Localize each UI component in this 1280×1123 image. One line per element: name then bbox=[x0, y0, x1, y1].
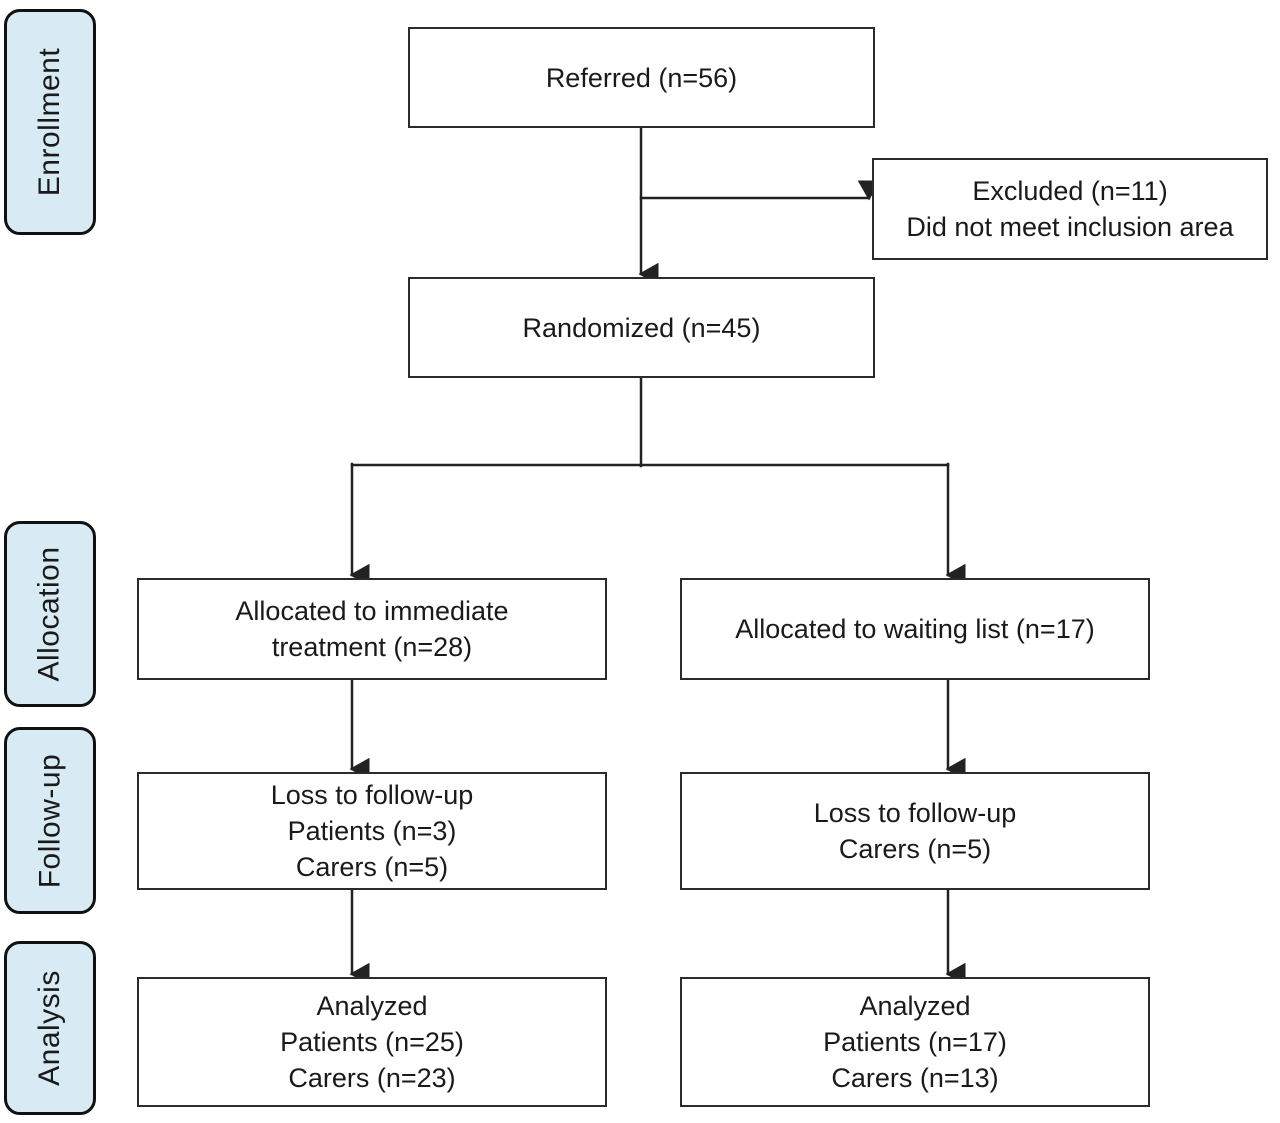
box-excluded-line-2: Did not meet inclusion area bbox=[906, 212, 1234, 242]
box-followup-immediate-line-2: Patients (n=3) bbox=[287, 816, 457, 846]
box-allocated-immediate-line-1: Allocated to immediate bbox=[235, 596, 509, 626]
box-allocated-waiting-line: Allocated to waiting list (n=17) bbox=[735, 614, 1095, 644]
box-analyzed-waiting-line-2: Patients (n=17) bbox=[823, 1027, 1007, 1057]
box-referred: Referred (n=56) bbox=[408, 27, 875, 128]
box-analyzed-waiting: Analyzed Patients (n=17) Carers (n=13) bbox=[680, 977, 1150, 1107]
box-excluded: Excluded (n=11) Did not meet inclusion a… bbox=[872, 158, 1268, 260]
box-followup-immediate-line-3: Carers (n=5) bbox=[295, 852, 449, 882]
box-allocated-immediate-line-2: treatment (n=28) bbox=[271, 632, 473, 662]
box-analyzed-immediate-line-1: Analyzed bbox=[316, 991, 428, 1021]
stage-label-enrollment: Enrollment bbox=[4, 9, 96, 235]
box-analyzed-immediate-line-2: Patients (n=25) bbox=[280, 1027, 464, 1057]
box-analyzed-waiting-line-3: Carers (n=13) bbox=[831, 1063, 999, 1093]
stage-label-followup: Follow-up bbox=[4, 727, 96, 914]
stage-label-followup-text: Follow-up bbox=[33, 753, 66, 888]
stage-label-allocation-text: Allocation bbox=[33, 546, 67, 682]
box-randomized-line: Randomized (n=45) bbox=[522, 312, 761, 343]
box-allocated-waiting: Allocated to waiting list (n=17) bbox=[680, 578, 1150, 680]
box-excluded-line-1: Excluded (n=11) bbox=[972, 176, 1168, 206]
box-analyzed-immediate-line-3: Carers (n=23) bbox=[288, 1063, 456, 1093]
box-allocated-immediate: Allocated to immediate treatment (n=28) bbox=[137, 578, 607, 680]
box-followup-immediate: Loss to follow-up Patients (n=3) Carers … bbox=[137, 772, 607, 890]
stage-label-allocation: Allocation bbox=[4, 521, 96, 707]
box-followup-waiting-line-2: Carers (n=5) bbox=[838, 834, 992, 864]
box-followup-waiting-line-1: Loss to follow-up bbox=[813, 798, 1017, 828]
stage-label-enrollment-text: Enrollment bbox=[33, 47, 66, 197]
box-analyzed-immediate: Analyzed Patients (n=25) Carers (n=23) bbox=[137, 977, 607, 1107]
box-followup-waiting: Loss to follow-up Carers (n=5) bbox=[680, 772, 1150, 890]
stage-label-analysis: Analysis bbox=[4, 941, 96, 1115]
box-randomized: Randomized (n=45) bbox=[408, 277, 875, 378]
box-followup-immediate-line-1: Loss to follow-up bbox=[270, 780, 474, 810]
stage-label-analysis-text: Analysis bbox=[33, 970, 66, 1086]
box-analyzed-waiting-line-1: Analyzed bbox=[859, 991, 971, 1021]
box-referred-line: Referred (n=56) bbox=[545, 62, 738, 93]
